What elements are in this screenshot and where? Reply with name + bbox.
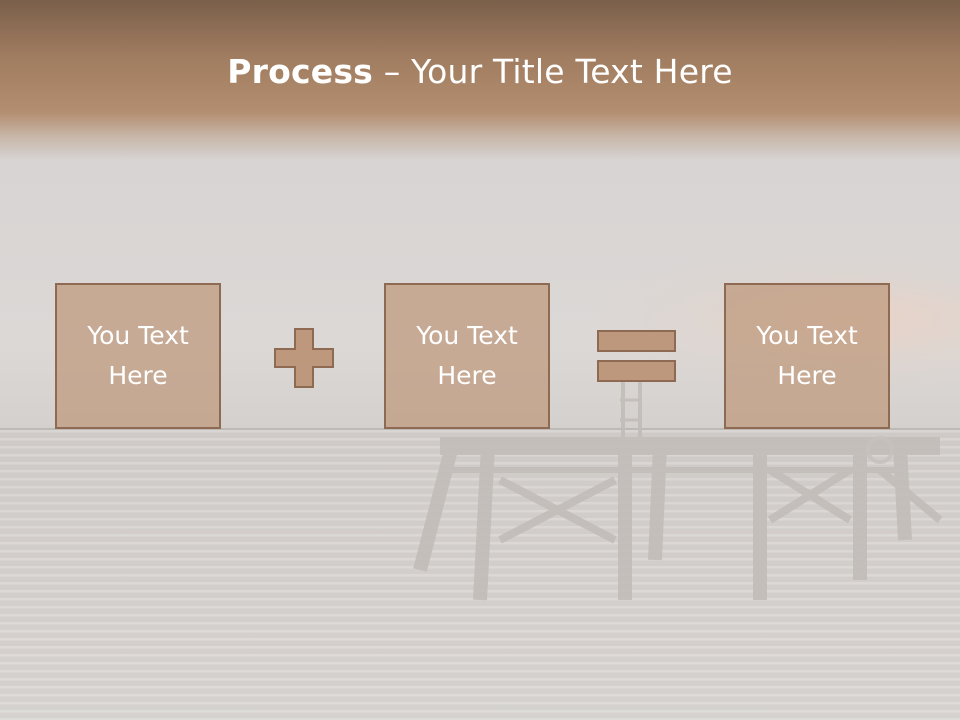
process-box-2-text: You Text Here bbox=[416, 321, 518, 390]
slide-title: Process – Your Title Text Here bbox=[0, 52, 960, 91]
horizon-line bbox=[0, 428, 960, 430]
process-box-1-text: You Text Here bbox=[87, 321, 189, 390]
process-box-3[interactable]: You Text Here bbox=[724, 283, 890, 429]
process-box-3-text: You Text Here bbox=[756, 321, 858, 390]
process-box-2[interactable]: You Text Here bbox=[384, 283, 550, 429]
title-rest-text: – Your Title Text Here bbox=[373, 52, 733, 91]
title-bold-text: Process bbox=[227, 52, 374, 91]
plus-icon bbox=[274, 328, 334, 388]
title-banner bbox=[0, 0, 960, 160]
process-box-1[interactable]: You Text Here bbox=[55, 283, 221, 429]
equals-icon bbox=[597, 330, 676, 382]
